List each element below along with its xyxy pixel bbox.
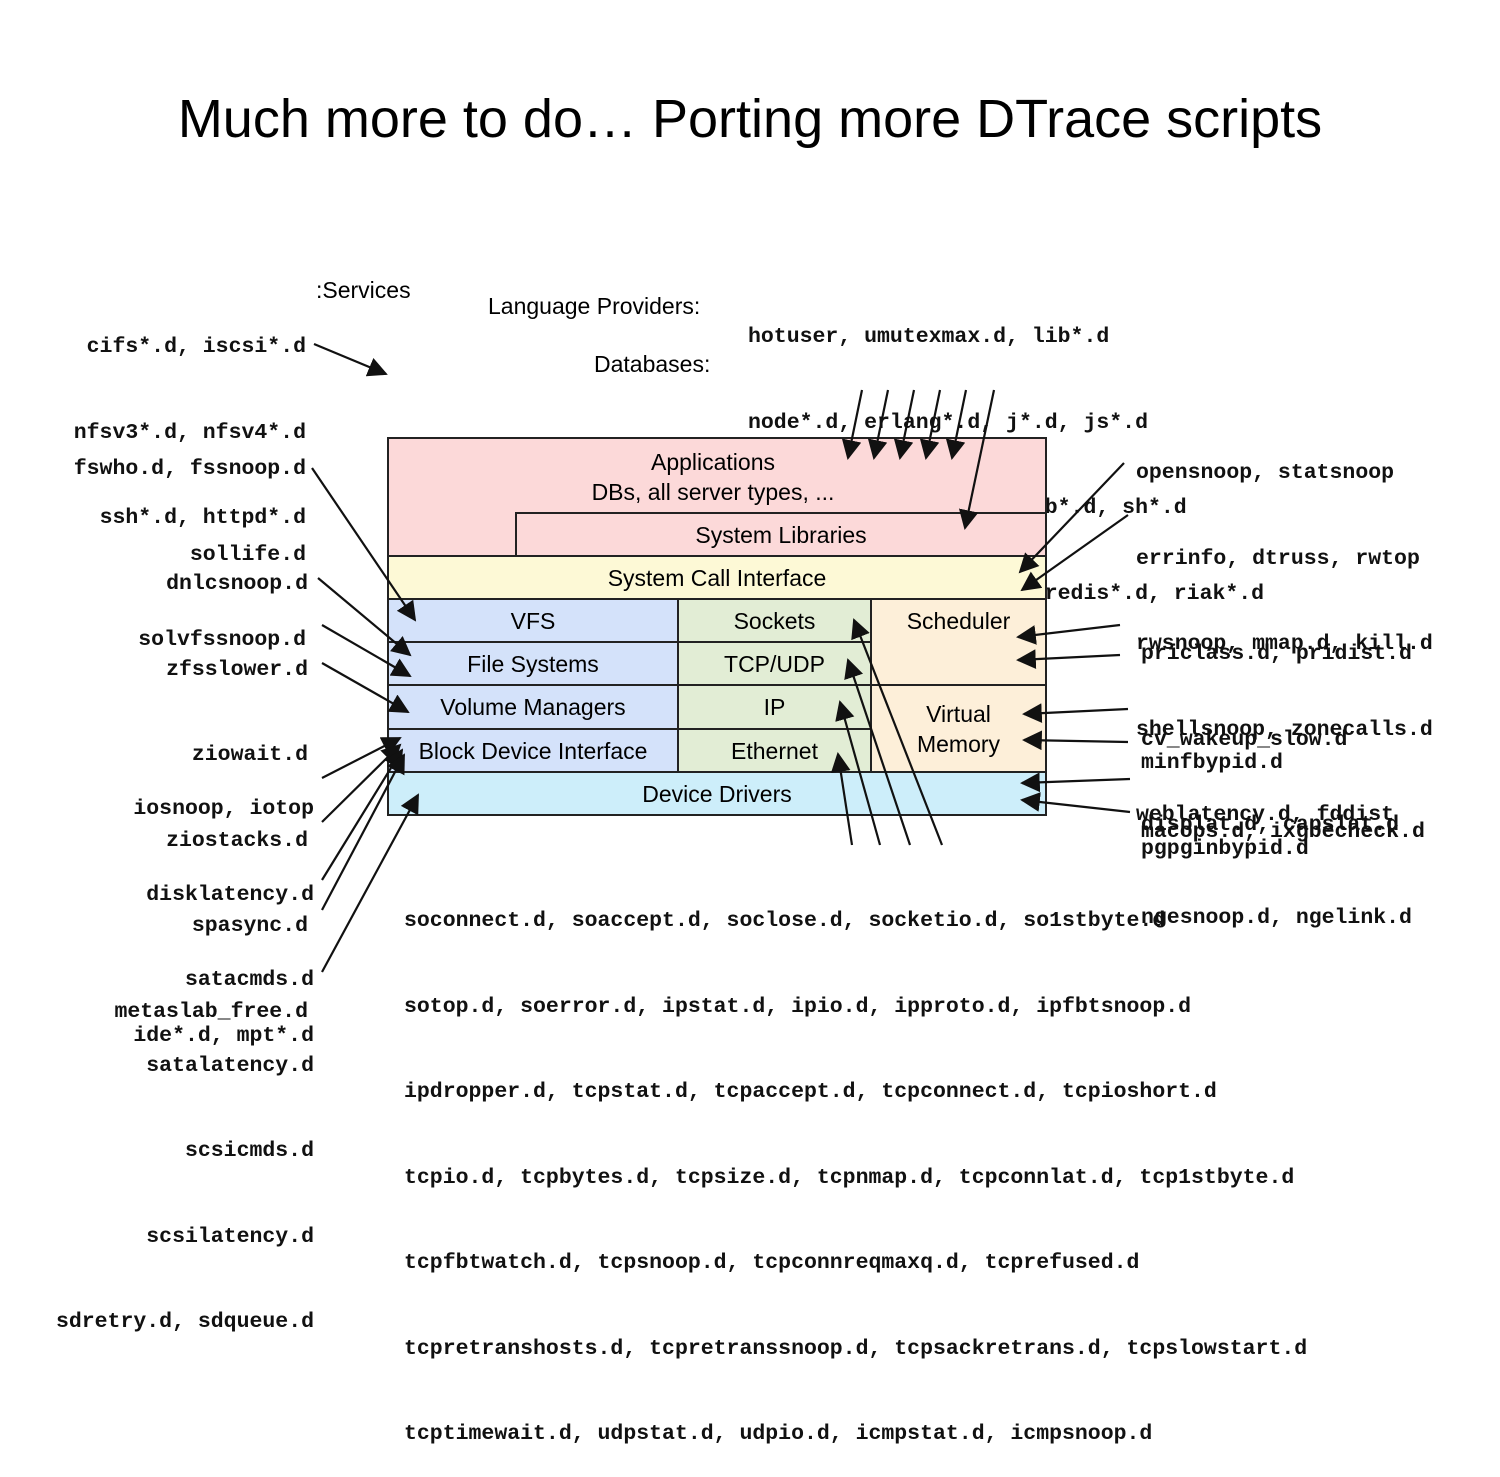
script-line: ipdropper.d, tcpstat.d, tcpaccept.d, tcp… bbox=[404, 1080, 1217, 1104]
script-line: ide*.d, mpt*.d bbox=[133, 1024, 314, 1048]
arrow bbox=[830, 752, 854, 846]
arrow bbox=[321, 662, 410, 713]
script-line: cifs*.d, iscsi*.d bbox=[86, 335, 306, 359]
script-line: iosnoop, iotop bbox=[133, 797, 314, 821]
script-line: spasync.d bbox=[191, 914, 308, 938]
script-line: opensnoop, statsnoop bbox=[1136, 461, 1395, 485]
arrow bbox=[1022, 703, 1129, 724]
script-line: errinfo, dtruss, rwtop bbox=[1136, 546, 1420, 571]
scheduler-scripts: priclass.d, pridist.d cv_wakeup_slow.d d… bbox=[1141, 583, 1412, 868]
slide-title: Much more to do… Porting more DTrace scr… bbox=[177, 89, 1323, 149]
script-line: tcptimewait.d, udpstat.d, udpio.d, icmps… bbox=[404, 1422, 1153, 1446]
arrow bbox=[1016, 649, 1121, 670]
arrow bbox=[958, 389, 996, 530]
arrow bbox=[1016, 623, 1121, 645]
arrow bbox=[313, 342, 388, 377]
arrow bbox=[321, 753, 405, 911]
script-line: metaslab_free.d bbox=[114, 999, 308, 1024]
script-line: scsilatency.d bbox=[146, 1224, 314, 1249]
virtual-memory-label: Memory bbox=[916, 730, 1001, 757]
virtual-memory-label: Virtual bbox=[926, 700, 991, 727]
arrow bbox=[311, 467, 417, 622]
device-drivers-layer: Device Drivers bbox=[387, 771, 1047, 816]
language-providers-label: Language Providers: bbox=[488, 293, 701, 319]
services-label: :Services bbox=[316, 277, 411, 303]
arrow bbox=[945, 389, 968, 460]
arrow bbox=[1018, 462, 1125, 574]
driver-scripts-right: macops.d, ixgbecheck.d ngesnoop.d, ngeli… bbox=[1141, 761, 1425, 961]
services-scripts: cifs*.d, iscsi*.d nfsv3*.d, nfsv4*.d ssh… bbox=[10, 276, 306, 561]
script-line: ziostacks.d bbox=[166, 828, 308, 853]
vfs-scripts: fswho.d, fssnoop.d sollife.d solvfssnoop… bbox=[10, 398, 306, 683]
script-line: disklatency.d bbox=[146, 882, 314, 907]
script-line: satalatency.d bbox=[146, 1053, 314, 1078]
script-line: fswho.d, fssnoop.d bbox=[73, 457, 306, 481]
system-libraries-layer: System Libraries bbox=[515, 512, 1047, 557]
script-line: tcpretranshosts.d, tcpretranssnoop.d, tc… bbox=[404, 1336, 1308, 1361]
arrow bbox=[321, 793, 419, 973]
arrow bbox=[321, 748, 404, 881]
script-line: sdretry.d, sdqueue.d bbox=[55, 1310, 314, 1334]
script-line: sotop.d, soerror.d, ipstat.d, ipio.d, ip… bbox=[404, 994, 1192, 1019]
script-line: rwsnoop, mmap.d, kill.d bbox=[1136, 632, 1433, 656]
script-line: minfbypid.d bbox=[1141, 751, 1283, 775]
arrow bbox=[919, 389, 942, 460]
script-line: hotuser, umutexmax.d, lib*.d bbox=[748, 325, 1110, 349]
arrow bbox=[867, 389, 890, 460]
script-line: soconnect.d, soaccept.d, soclose.d, sock… bbox=[404, 909, 1166, 933]
script-line: ssh*.d, httpd*.d bbox=[99, 506, 306, 530]
applications-label: Applications bbox=[650, 449, 776, 475]
scheduler-label: Scheduler bbox=[906, 608, 1011, 634]
script-line: cv_wakeup_slow.d bbox=[1141, 727, 1348, 752]
script-line: node*.d, erlang*.d, j*.d, js*.d bbox=[748, 410, 1148, 435]
arrow bbox=[317, 577, 412, 657]
vfs-layer: VFS bbox=[387, 598, 679, 643]
databases-label: Databases: bbox=[594, 351, 711, 377]
script-line: pgpginbypid.d bbox=[1141, 836, 1309, 861]
arrow bbox=[893, 389, 916, 460]
script-line: solvfssnoop.d bbox=[138, 628, 306, 652]
volume-managers-layer: Volume Managers bbox=[387, 684, 679, 730]
script-line: shellsnoop, zonecalls.d bbox=[1136, 717, 1433, 742]
arrow bbox=[1020, 772, 1131, 793]
syscall-scripts: opensnoop, statsnoop errinfo, dtruss, rw… bbox=[1136, 402, 1433, 858]
sockets-layer: Sockets bbox=[677, 598, 872, 643]
script-line: tcpio.d, tcpbytes.d, tcpsize.d, tcpnmap.… bbox=[404, 1165, 1295, 1190]
arrow bbox=[835, 700, 882, 846]
arrow bbox=[321, 624, 412, 677]
script-line: scsicmds.d bbox=[184, 1139, 314, 1163]
arrow bbox=[1020, 514, 1129, 592]
script-line: ziowait.d bbox=[191, 743, 308, 767]
arrow bbox=[1022, 730, 1129, 751]
script-line: sollife.d bbox=[189, 542, 306, 567]
script-line: displat.d, capslat.d bbox=[1141, 813, 1400, 837]
arrow bbox=[844, 658, 912, 846]
vm-scripts: minfbypid.d pgpginbypid.d bbox=[1141, 692, 1309, 892]
script-line: dnlcsnoop.d bbox=[166, 572, 308, 596]
system-call-interface-layer: System Call Interface bbox=[387, 555, 1047, 600]
zfs-scripts: dnlcsnoop.d zfsslower.d ziowait.d ziosta… bbox=[10, 513, 308, 1055]
script-line: priclass.d, pridist.d bbox=[1141, 642, 1412, 666]
driver-scripts-left: ide*.d, mpt*.d bbox=[10, 965, 314, 1079]
tcp-udp-layer: TCP/UDP bbox=[677, 641, 872, 686]
script-line: ngesnoop.d, ngelink.d bbox=[1141, 905, 1412, 930]
applications-sublabel: DBs, all server types, ... bbox=[591, 479, 835, 505]
arrows-overlay bbox=[311, 342, 1131, 973]
script-line: tcpfbtwatch.d, tcpsnoop.d, tcpconnreqmax… bbox=[404, 1251, 1140, 1275]
script-line: satacmds.d bbox=[184, 968, 314, 992]
script-line: zfsslower.d bbox=[166, 657, 308, 682]
script-line: weblatency.d, fddist bbox=[1136, 803, 1395, 827]
script-line: macops.d, ixgbecheck.d bbox=[1141, 820, 1425, 844]
arrow bbox=[851, 618, 944, 846]
script-line: nfsv3*.d, nfsv4*.d bbox=[73, 420, 306, 445]
arrow bbox=[841, 389, 864, 460]
arrow bbox=[1020, 792, 1131, 814]
